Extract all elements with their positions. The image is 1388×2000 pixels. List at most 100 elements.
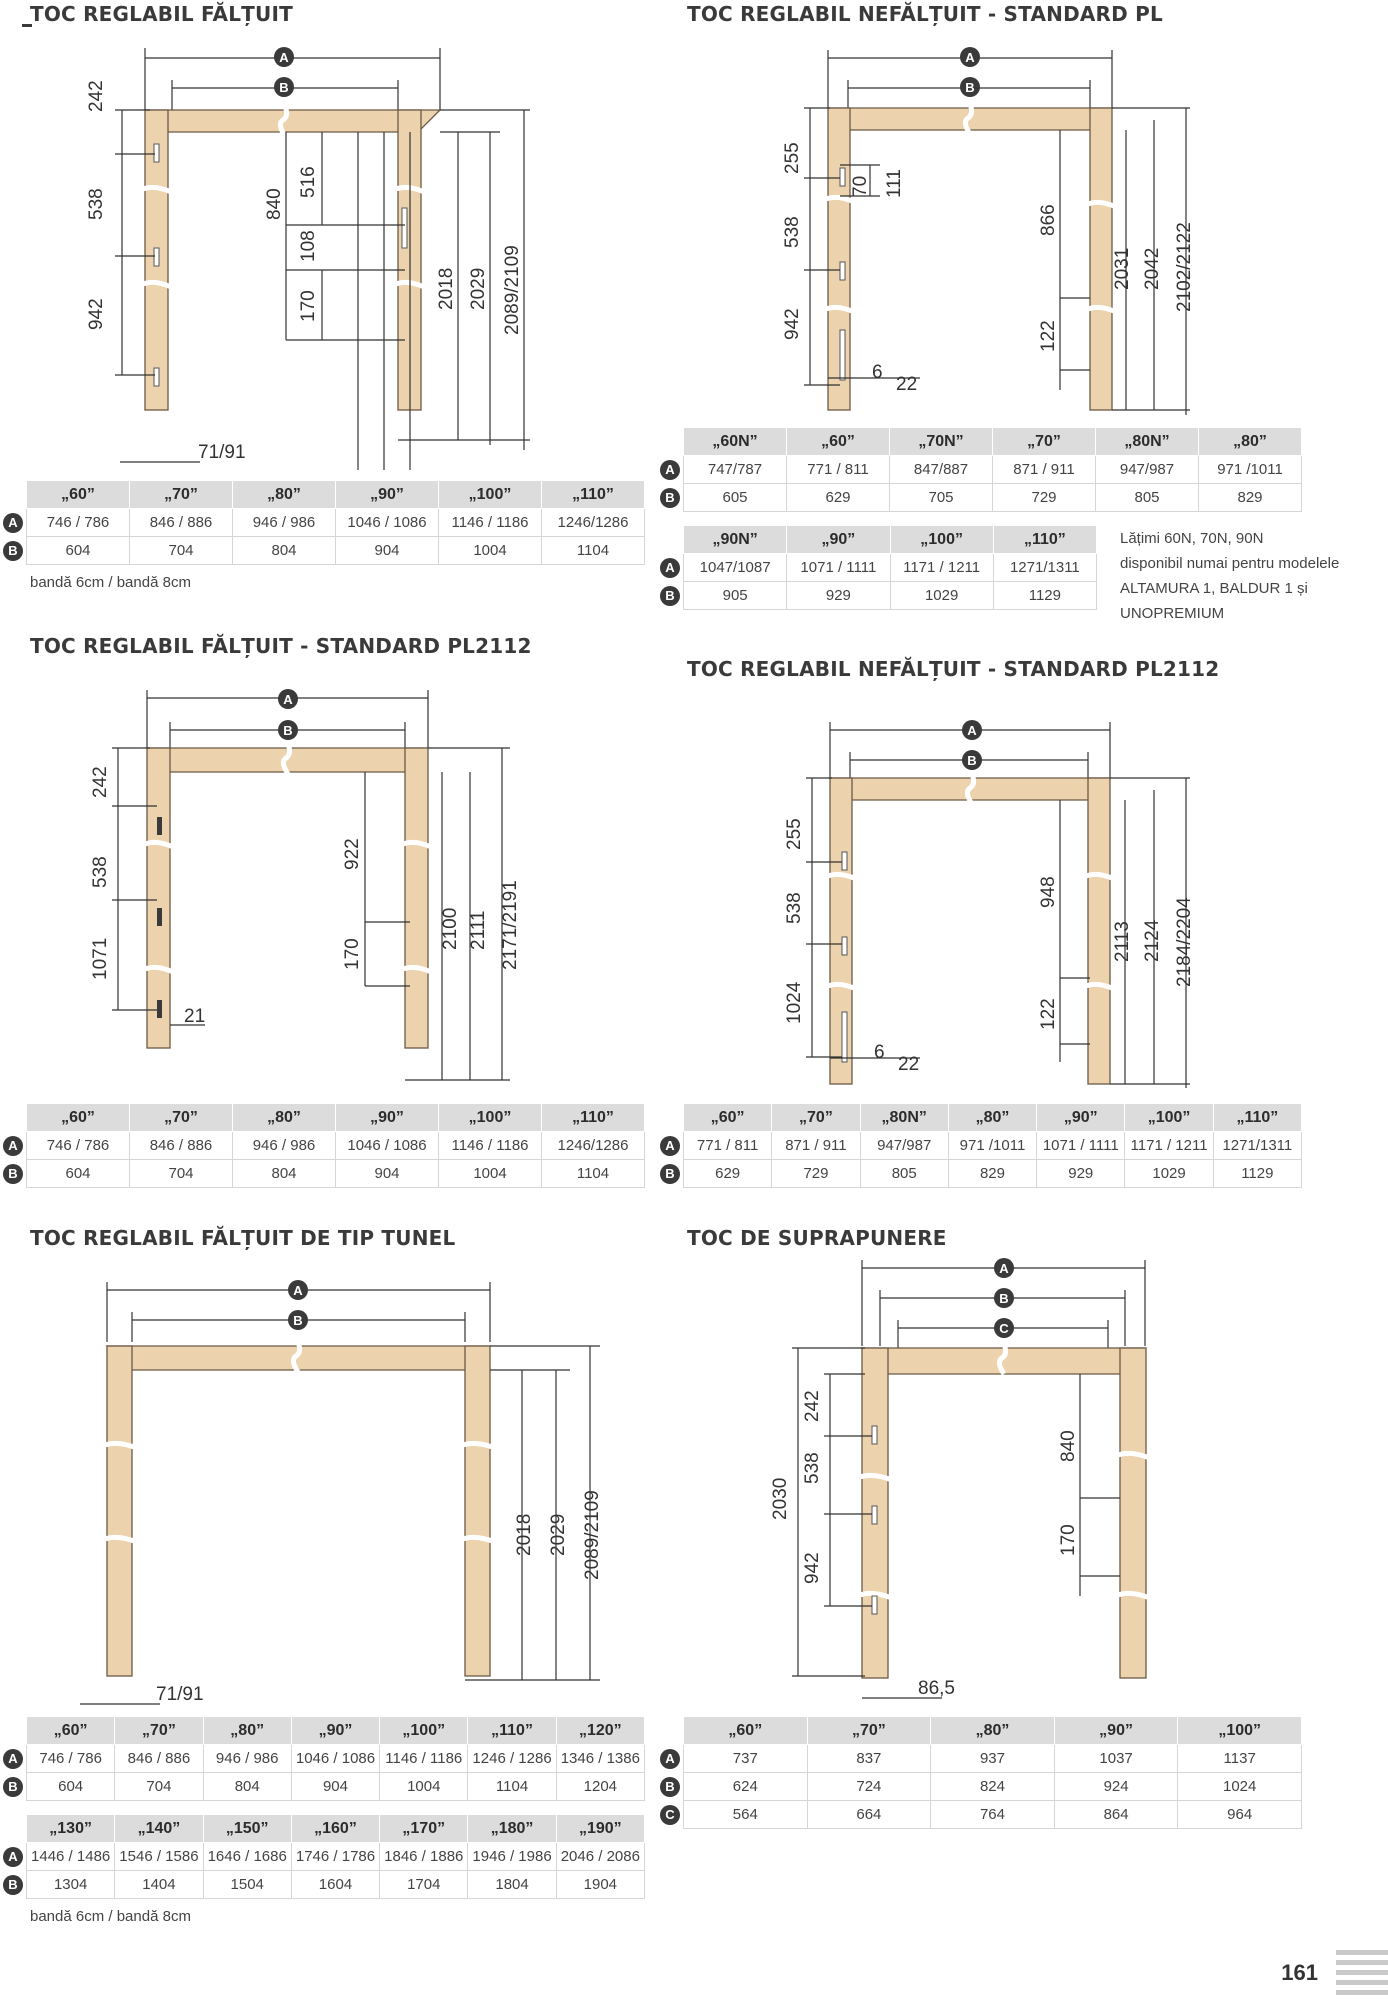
col-header: „100” bbox=[889, 525, 994, 554]
table-cell: 729 bbox=[771, 1159, 861, 1188]
marker-a-icon bbox=[278, 689, 298, 709]
spec-table-s2b: „90N” „90” „100” „110” A 1047/1087 1071 … bbox=[657, 525, 1098, 610]
dim-2113: 2113 bbox=[1112, 921, 1133, 962]
spec-table-s5b: „130” „140” „150” „160” „170” „180” „190… bbox=[0, 1814, 646, 1899]
col-header: „100” bbox=[1124, 1103, 1214, 1132]
col-header: „70” bbox=[129, 480, 233, 509]
dim-2031: 2031 bbox=[1112, 248, 1133, 290]
table-cell: 2046 / 2086 bbox=[555, 1842, 646, 1871]
row-label-badge: B bbox=[660, 1163, 680, 1184]
row-label-badge: C bbox=[660, 1804, 680, 1825]
table-cell: 747/787 bbox=[683, 455, 787, 484]
frame-diagram: A B 242 538 1071 922 170 2100 2111 2171/… bbox=[90, 689, 521, 1081]
table-cell: 1029 bbox=[1124, 1159, 1214, 1188]
table-row: A 1446 / 1486 1546 / 1586 1646 / 1686 17… bbox=[0, 1842, 646, 1871]
table-cell: 1137 bbox=[1177, 1744, 1302, 1773]
table-cell: 1646 / 1686 bbox=[202, 1842, 292, 1871]
marker-a-icon bbox=[274, 47, 294, 67]
table-cell: 624 bbox=[683, 1772, 808, 1801]
marker-b-icon bbox=[960, 77, 980, 97]
dim-255: 255 bbox=[782, 142, 803, 174]
table-cell: 964 bbox=[1177, 1800, 1302, 1829]
diagram-toc-reglabil-faltuit: A B 242 538 942 516 840 108 170 2018 202… bbox=[60, 30, 600, 470]
col-header: „90” bbox=[1053, 1716, 1179, 1745]
dim-2018: 2018 bbox=[436, 268, 457, 310]
col-header: „60N” bbox=[683, 427, 787, 456]
col-header: „70” bbox=[114, 1716, 204, 1745]
table-cell: 746 / 786 bbox=[26, 508, 130, 537]
dim-71-91: 71/91 bbox=[156, 1684, 204, 1705]
table-cell: 746 / 786 bbox=[25, 1744, 116, 1773]
col-header: „60” bbox=[26, 480, 130, 509]
table-cell: 1171 / 1211 bbox=[889, 553, 994, 582]
table-row: A 746 / 786 846 / 886 946 / 986 1046 / 1… bbox=[0, 508, 645, 537]
row-label-badge: A bbox=[3, 1748, 23, 1769]
col-header: „120” bbox=[555, 1716, 646, 1745]
col-header: „70” bbox=[992, 427, 1096, 456]
table-cell: 946 / 986 bbox=[202, 1744, 292, 1773]
diagram-faltuit-standard-pl2112: A B 242 538 1071 922 170 2100 2111 2171/… bbox=[60, 680, 580, 1100]
table-cell: 846 / 886 bbox=[114, 1744, 204, 1773]
marker-b-icon bbox=[962, 750, 982, 770]
col-header: „80N” bbox=[1095, 427, 1199, 456]
table-row: A 771 / 811 871 / 911 947/987 971 /1011 … bbox=[657, 1131, 1303, 1160]
table-cell: 904 bbox=[335, 1159, 439, 1188]
col-header: „90” bbox=[1036, 1103, 1126, 1132]
col-header: „130” bbox=[25, 1814, 116, 1843]
table-row: B 604 704 804 904 1004 1104 1204 bbox=[0, 1772, 646, 1801]
table-cell: 724 bbox=[806, 1772, 932, 1801]
col-header: „110” bbox=[1212, 1103, 1303, 1132]
col-header: „60” bbox=[683, 1716, 808, 1745]
table-cell: 929 bbox=[786, 581, 891, 610]
note-line: UNOPREMIUM bbox=[1120, 605, 1225, 622]
marker-a-icon bbox=[994, 1258, 1014, 1278]
dim-2089-2109: 2089/2109 bbox=[582, 1490, 603, 1580]
table-cell: 1746 / 1786 bbox=[290, 1842, 381, 1871]
dim-108: 108 bbox=[298, 230, 319, 262]
footer-stripes bbox=[1336, 1950, 1388, 2000]
dim-242: 242 bbox=[90, 766, 111, 798]
svg-text:A: A bbox=[967, 723, 977, 738]
svg-text:A: A bbox=[279, 50, 289, 65]
table-cell: 1271/1311 bbox=[992, 553, 1098, 582]
col-header: „80” bbox=[232, 480, 336, 509]
availability-note: Lățimi 60N, 70N, 90N disponibil numai pe… bbox=[1120, 526, 1340, 626]
col-header: „110” bbox=[541, 480, 645, 509]
table-cell: 946 / 986 bbox=[232, 1131, 336, 1160]
table-cell: 1246 / 1286 bbox=[467, 1744, 557, 1773]
svg-text:B: B bbox=[283, 723, 292, 738]
table-cell: 829 bbox=[1198, 483, 1302, 512]
table-cell: 904 bbox=[335, 536, 439, 565]
table-cell: 871 / 911 bbox=[771, 1131, 861, 1160]
table-cell: 1904 bbox=[555, 1870, 646, 1899]
col-header: „190” bbox=[555, 1814, 646, 1843]
dim-942: 942 bbox=[802, 1552, 823, 1584]
col-header: „80” bbox=[1198, 427, 1302, 456]
table-cell: 704 bbox=[114, 1772, 204, 1801]
table-cell: 1104 bbox=[541, 536, 645, 565]
dim-1071: 1071 bbox=[90, 938, 111, 980]
col-header: „110” bbox=[467, 1716, 557, 1745]
col-header: „90” bbox=[290, 1716, 381, 1745]
table-cell: 1404 bbox=[114, 1870, 204, 1899]
table-cell: 864 bbox=[1053, 1800, 1179, 1829]
row-label-badge: B bbox=[660, 487, 680, 508]
dim-2184-2204: 2184/2204 bbox=[1174, 897, 1195, 987]
dim-538: 538 bbox=[784, 892, 805, 924]
table-cell: 1047/1087 bbox=[682, 553, 788, 582]
dim-2089-2109: 2089/2109 bbox=[502, 245, 523, 335]
frame-diagram: A B 255 538 1024 948 122 2113 2124 2184/… bbox=[784, 720, 1195, 1088]
table-cell: 1046 / 1086 bbox=[335, 508, 439, 537]
table-cell: 705 bbox=[889, 483, 993, 512]
table-cell: 1029 bbox=[889, 581, 994, 610]
spec-table-s3: „60” „70” „80” „90” „100” „110” A 746 / … bbox=[0, 1103, 645, 1188]
marker-b-icon bbox=[288, 1310, 308, 1330]
col-header: „140” bbox=[114, 1814, 204, 1843]
row-label-badge: A bbox=[660, 557, 680, 578]
row-label-badge: B bbox=[3, 1163, 23, 1184]
dim-6: 6 bbox=[874, 1042, 885, 1063]
dim-21: 21 bbox=[184, 1006, 205, 1027]
table-cell: 1004 bbox=[438, 536, 542, 565]
marker-a-icon bbox=[288, 1280, 308, 1300]
page-number: 161 bbox=[1281, 1960, 1318, 1985]
